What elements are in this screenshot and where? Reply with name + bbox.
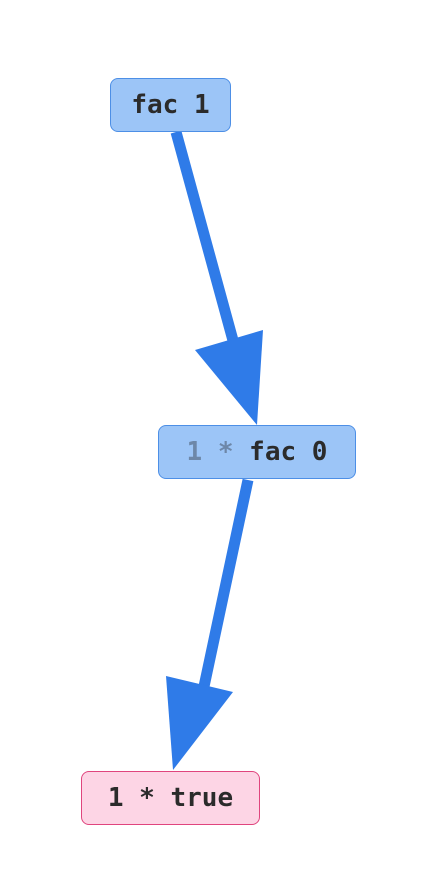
- edge-line: [170, 130, 246, 368]
- edge-fac1-to-fac0: [170, 130, 263, 425]
- edge-fac0-to-true: [166, 478, 254, 770]
- arrow-head-icon: [195, 330, 263, 425]
- arrow-head-icon: [166, 676, 233, 770]
- edge-line: [193, 478, 254, 712]
- node-label: fac 0: [249, 437, 328, 467]
- node-context-prefix: 1 *: [186, 437, 250, 467]
- node-result-true[interactable]: 1 * true: [81, 771, 260, 825]
- node-label: 1 * true: [107, 783, 234, 813]
- node-label: fac 1: [131, 90, 210, 120]
- node-fac-0[interactable]: 1 * fac 0: [158, 425, 356, 479]
- node-fac-1[interactable]: fac 1: [110, 78, 231, 132]
